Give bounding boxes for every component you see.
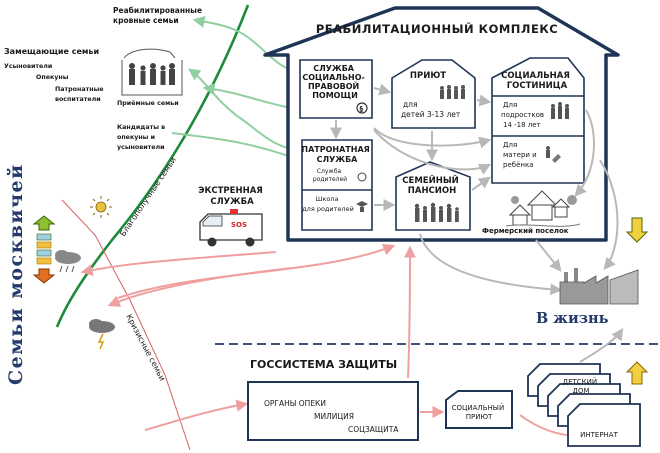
patronage-sub: Служба родителей: [313, 168, 347, 183]
into-life-label: В жизнь: [536, 310, 609, 327]
candidates-label: Кандидаты в опекуны и усыновители: [117, 124, 167, 151]
side-title: Семьи москвичей: [5, 163, 27, 385]
flow-legal-to-shelter: [373, 83, 392, 96]
children-home-label: ДЕТСКИЙ ДОМ: [563, 377, 600, 395]
state-system-title: ГОССИСТЕМА ЗАЩИТЫ: [250, 358, 397, 371]
teens-group-icon: [551, 102, 569, 119]
social-hotel-box: [491, 57, 585, 184]
flow-pension-to-hotel: [471, 176, 491, 191]
flow-shelter-to-hotel: [476, 94, 492, 107]
rehab-families-label: Реабилитированные кровные семьи: [113, 6, 205, 25]
flow-institutions-to-life: [579, 328, 624, 363]
flow-emergency-to-crisis: [107, 267, 293, 307]
flow-crisis-to-organs: [144, 399, 249, 431]
crisis-families-label: Кризисные семьи: [124, 313, 167, 383]
industry-icon: [559, 268, 639, 305]
shelter-note: для детей 3-13 лет: [401, 100, 461, 119]
family-group-icon: [414, 202, 459, 222]
flow-legal-to-hotel: [373, 129, 492, 175]
prosperous-families-label: Благополучные семьи: [118, 155, 178, 238]
social-shelter-label: СОЦИАЛЬНЫЙ ПРИЮТ: [452, 403, 507, 421]
rain-cloud-icon: [55, 250, 81, 273]
legal-service-box: [299, 59, 373, 119]
flow-emergency-to-families: [80, 251, 277, 276]
shelter-box: [391, 59, 476, 129]
boarding-school-label: ИНТЕРНАТ: [580, 431, 618, 439]
scales-icon: §: [356, 102, 368, 114]
foster-families-label: Замещающие семьи: [4, 47, 99, 56]
school-icon: [356, 201, 368, 212]
farm-village-icon: [505, 190, 581, 227]
foster-family-group-icon: [121, 48, 183, 96]
children-group-icon: [440, 85, 465, 99]
flow-from-candidates: [171, 132, 303, 163]
flow-complex-to-life: [419, 233, 563, 296]
up-arrow-icon: [625, 361, 649, 385]
social-shelter-box: [445, 390, 513, 429]
legal-service-label: СЛУЖБА СОЦИАЛЬНО- ПРАВОВОЙ ПОМОЩИ: [302, 64, 367, 100]
crisis-boundary-line: [61, 199, 191, 451]
storm-cloud-icon: [89, 319, 115, 350]
patronage-box: [301, 139, 373, 231]
parents-school-label: Школа для родителей: [302, 195, 354, 213]
farm-village-label: Фермерский поселок: [482, 227, 569, 235]
prosperous-boundary-line: [55, 4, 250, 328]
shelter-title: ПРИЮТ: [410, 71, 446, 81]
emergency-title: ЭКСТРЕННАЯ СЛУЖБА: [198, 186, 266, 207]
rehab-complex-title: РЕАБИЛИТАЦИОННЫЙ КОМПЛЕКС: [316, 21, 558, 36]
flow-to-foster-families: [188, 68, 303, 151]
sun-icon: [90, 196, 112, 218]
sos-sign: SOS: [231, 221, 247, 229]
flow-hotel-to-life: [599, 159, 619, 270]
down-arrow-icon: [625, 217, 649, 243]
flow-to-rehab-families: [192, 15, 301, 73]
svg-text:§: §: [360, 105, 364, 113]
adoptive-families-label: Приёмные семьи: [117, 99, 179, 107]
social-hotel-title: СОЦИАЛЬНАЯ ГОСТИНИЦА: [501, 71, 573, 91]
flow-farm-to-life: [535, 239, 562, 272]
up-down-arrows-icon: [32, 215, 56, 284]
flow-crisis-to-complex: [117, 243, 396, 299]
foster-types-label: Усыновители Опекуны Патронатные воспитат…: [4, 63, 106, 103]
hotel-mothers-label: Для матери и ребёнка: [503, 141, 539, 169]
institutions-stack: [527, 363, 641, 447]
flow-state-to-complex: [403, 245, 416, 379]
ambulance-icon: [199, 209, 263, 247]
mother-child-icon: [546, 146, 561, 163]
flow-hotel-to-farm: [574, 109, 595, 197]
flow-patronage-to-hotel: [373, 127, 492, 149]
hands-icon: [357, 172, 367, 182]
family-pension-title: СЕМЕЙНЫЙ ПАНСИОН: [402, 174, 461, 196]
hotel-teens-label: Для подростков 14 -18 лет: [501, 101, 546, 129]
patronage-title: ПАТРОНАТНАЯ СЛУЖБА: [301, 145, 372, 164]
state-organs-label: ОРГАНЫ ОПЕКИ МИЛИЦИЯ СОЦЗАЩИТА: [264, 399, 399, 434]
state-organs-box: [247, 381, 419, 441]
